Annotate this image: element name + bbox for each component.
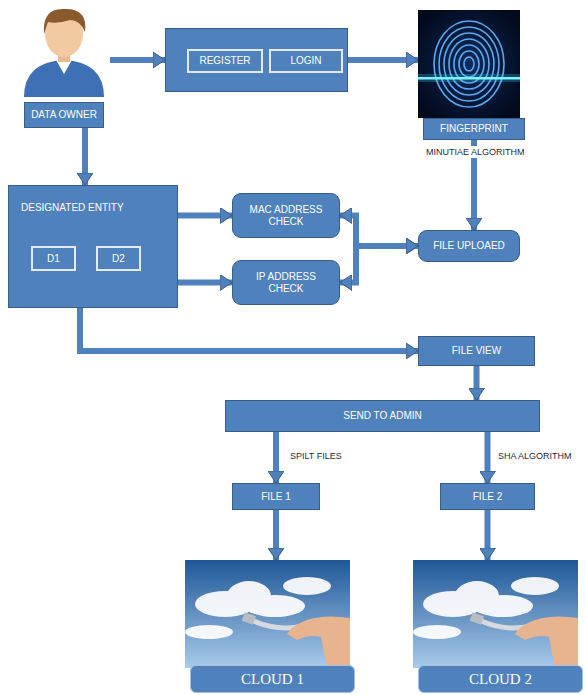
process-box: FILE 2 (440, 483, 535, 510)
ridge (459, 51, 479, 77)
process-box: D1 (31, 246, 76, 271)
cloud-picture (185, 560, 350, 668)
cloud (283, 577, 331, 595)
box-label: REGISTER (199, 55, 250, 67)
box-label: CLOUD 2 (418, 665, 583, 693)
cloud-node: CLOUD 2 (413, 560, 585, 693)
fingerprint-picture (418, 10, 520, 118)
flow-arrow (273, 510, 279, 560)
box-label: DATA OWNER (24, 102, 104, 128)
process-box: D2 (96, 246, 141, 271)
fingerprint-ground (418, 10, 520, 118)
cloud (511, 577, 559, 595)
box-label: FILE 2 (473, 491, 502, 503)
hand (515, 616, 578, 668)
cloud (413, 625, 461, 639)
flow-arrow (110, 57, 165, 63)
cloud (245, 595, 305, 617)
actor-node: DATA OWNER (18, 0, 110, 128)
scan-line (418, 77, 520, 80)
box-label: FILE UPLOAED (433, 240, 505, 252)
plug (242, 612, 256, 625)
flow-arrow (340, 216, 418, 247)
cloud-picture (413, 560, 578, 668)
flow-arrow (80, 308, 418, 351)
group-box: DESIGNATED ENTITY D1 D2 (8, 185, 178, 308)
box-label: LOGIN (290, 55, 321, 67)
box-label: CLOUD 1 (190, 665, 355, 693)
process-box: FILE UPLOAED (418, 230, 520, 262)
container-box: REGISTER LOGIN (165, 28, 348, 92)
process-box: FILE 1 (232, 483, 320, 510)
flow-arrow (178, 213, 232, 219)
plug (470, 612, 484, 625)
person-hair (44, 9, 86, 34)
box-label: D1 (47, 253, 60, 265)
box-label: FINGERPRINT (423, 118, 525, 140)
picture-node: FINGERPRINT (418, 10, 530, 140)
edge-label: MINUTIAE ALGORITHM (424, 146, 527, 158)
edge-label: SPILT FILES (288, 450, 344, 462)
flow-arrow (273, 432, 279, 483)
box-label: FILE VIEW (452, 345, 501, 357)
box-label: DESIGNATED ENTITY (9, 186, 177, 214)
fingerprint-ridges (434, 21, 504, 107)
person-icon (24, 9, 104, 97)
cloud (185, 625, 233, 639)
flow-arrow (485, 432, 491, 483)
flow-arrow (178, 280, 232, 286)
box-label: D2 (112, 253, 125, 265)
ridge (444, 33, 494, 95)
sky (185, 560, 350, 668)
button-box: LOGIN (269, 49, 343, 73)
sky (413, 560, 578, 668)
person-shirt (24, 60, 104, 97)
process-box: FILE VIEW (418, 336, 535, 366)
edge-label: SHA ALGORITHM (496, 450, 574, 462)
flow-arrow (340, 246, 418, 283)
ridge (434, 21, 504, 107)
box-label: MAC ADDRESS CHECK (247, 204, 325, 228)
flow-arrow (82, 128, 88, 185)
flow-arrow (348, 57, 418, 63)
cloud-node: CLOUD 1 (185, 560, 360, 693)
cloud (473, 595, 533, 617)
process-box: SEND TO ADMIN (225, 400, 540, 432)
process-box: IP ADDRESS CHECK (232, 260, 340, 305)
process-box: MAC ADDRESS CHECK (232, 193, 340, 238)
scan-glow (418, 74, 520, 82)
box-label: IP ADDRESS CHECK (247, 271, 325, 295)
ridge (439, 27, 499, 101)
flow-arrow (485, 510, 491, 560)
ridge (464, 57, 474, 71)
person-collar (56, 60, 72, 74)
box-label: SEND TO ADMIN (343, 410, 422, 422)
hand (287, 616, 350, 668)
button-box: REGISTER (187, 49, 263, 73)
box-label: FILE 1 (261, 491, 290, 503)
flow-arrow (474, 366, 480, 400)
